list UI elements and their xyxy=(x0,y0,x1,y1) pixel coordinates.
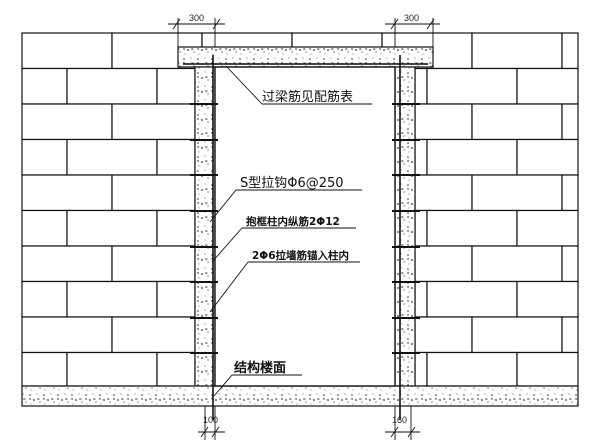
brick xyxy=(21,103,113,141)
wall-tie-note: 2Φ6拉墙筋锚入柱内 xyxy=(252,249,349,262)
floor-note: 结构楼面 xyxy=(234,360,286,376)
brick xyxy=(21,280,68,318)
brick xyxy=(426,280,518,318)
dim-top-left: 300 xyxy=(189,13,204,23)
brick xyxy=(21,351,68,387)
brick xyxy=(561,245,579,283)
brick xyxy=(414,103,473,141)
brick xyxy=(21,316,113,354)
brick xyxy=(561,32,579,70)
left-frame-column xyxy=(194,66,216,388)
brick xyxy=(21,245,113,283)
brick xyxy=(516,209,579,247)
brick xyxy=(561,316,579,354)
brick xyxy=(471,316,563,354)
brick xyxy=(414,351,428,387)
brick xyxy=(426,209,518,247)
brick xyxy=(516,280,579,318)
brick xyxy=(414,174,473,212)
brick xyxy=(561,174,579,212)
brick xyxy=(66,67,158,105)
brick xyxy=(471,174,563,212)
brick xyxy=(414,67,428,105)
wall-tie-bars xyxy=(190,103,420,354)
brick xyxy=(414,245,473,283)
right-frame-column xyxy=(394,66,416,388)
brick xyxy=(21,209,68,247)
brick xyxy=(66,138,158,176)
brick xyxy=(111,316,196,354)
brick xyxy=(414,209,428,247)
dim-top-right: 300 xyxy=(404,13,419,23)
brick-wall xyxy=(21,32,579,387)
brick xyxy=(21,67,68,105)
lintel-rebar-note: 过梁筋见配筋表 xyxy=(262,89,353,105)
brick xyxy=(156,138,196,176)
rebar-lines xyxy=(183,55,428,420)
dim-bottom-left: 100 xyxy=(203,415,218,425)
brick xyxy=(21,138,68,176)
brick xyxy=(414,316,473,354)
s-hook-note: S型拉钩Φ6@250 xyxy=(240,176,344,191)
brick xyxy=(66,209,158,247)
brick xyxy=(516,351,579,387)
brick xyxy=(21,32,113,70)
wall-opening xyxy=(214,66,396,387)
brick xyxy=(471,103,563,141)
column-rebar-note: 抱框柱内纵筋2Φ12 xyxy=(246,215,340,228)
leader-lines xyxy=(209,65,372,397)
dim-bottom-right: 160 xyxy=(392,415,407,425)
brick xyxy=(426,351,518,387)
brick xyxy=(414,280,428,318)
structural-floor-slab xyxy=(21,385,579,407)
brick xyxy=(66,351,158,387)
brick xyxy=(414,138,428,176)
brick xyxy=(66,280,158,318)
brick xyxy=(471,32,563,70)
brick xyxy=(516,138,579,176)
brick xyxy=(426,67,518,105)
brick xyxy=(21,174,113,212)
brick xyxy=(156,351,196,387)
brick xyxy=(561,103,579,141)
dimension-lines xyxy=(168,18,440,440)
brick xyxy=(156,67,196,105)
brick xyxy=(516,67,579,105)
brick xyxy=(156,280,196,318)
brick xyxy=(471,245,563,283)
brick xyxy=(111,174,196,212)
brick xyxy=(156,209,196,247)
brick xyxy=(111,103,196,141)
brick xyxy=(426,138,518,176)
brick xyxy=(111,245,196,283)
